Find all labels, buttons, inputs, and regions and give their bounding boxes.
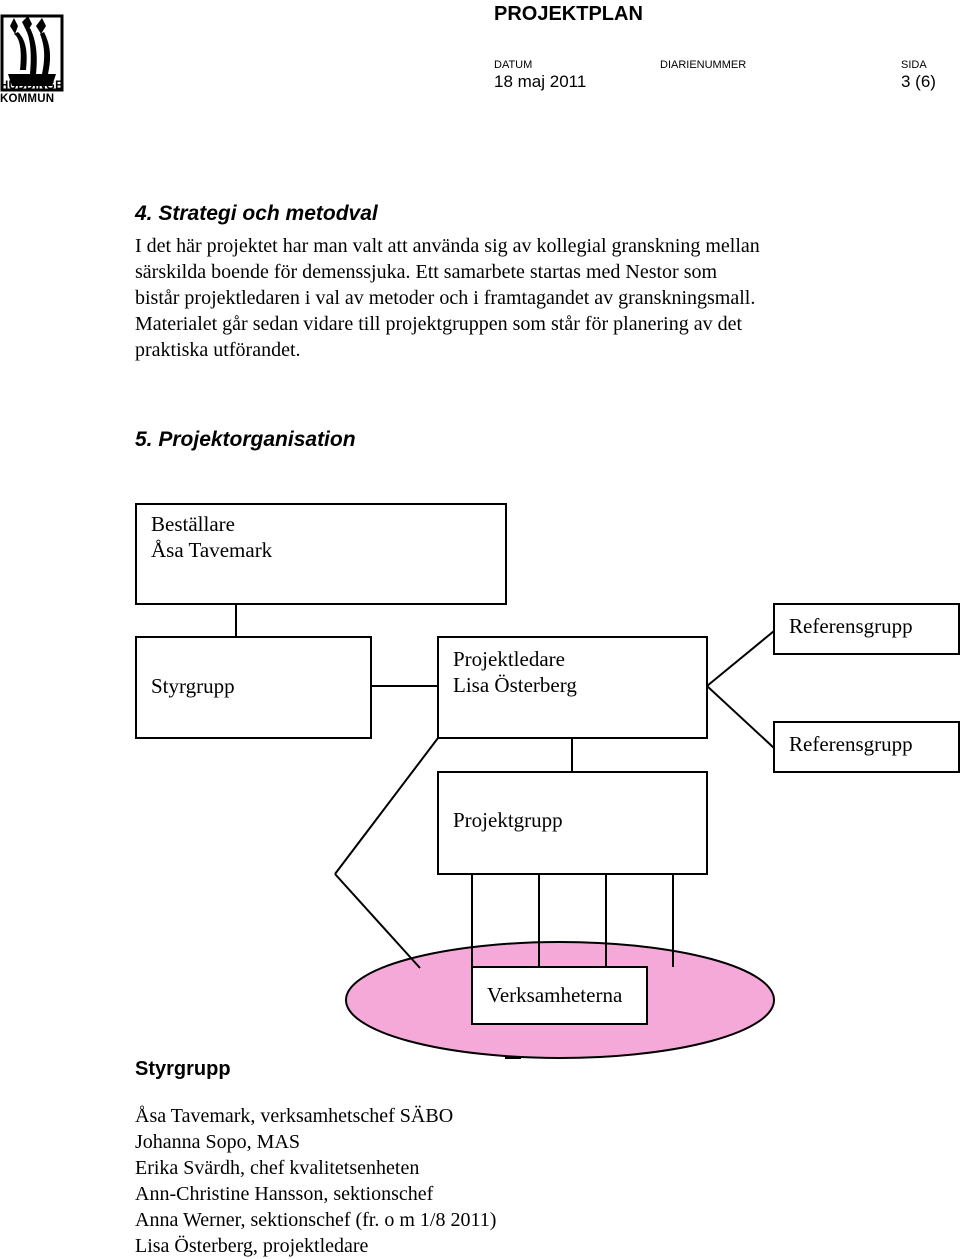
paragraph-line: särskilda boende för demenssjuka. Ett sa…	[135, 261, 718, 283]
bestallare-box	[135, 503, 507, 605]
projektledare-name: Lisa Österberg	[453, 673, 577, 697]
verksamheterna-label: Verksamheterna	[487, 983, 623, 1007]
referensgrupp-box-1	[773, 603, 960, 655]
projektledare-label: Projektledare Lisa Österberg	[453, 646, 577, 698]
paragraph-line: I det här projektet har man valt att anv…	[135, 235, 760, 257]
section-4-paragraph: I det här projektet har man valt att anv…	[135, 233, 855, 363]
logo-text: HUDDINGE KOMMUN	[0, 80, 72, 106]
page-label: SIDA	[901, 59, 927, 71]
styrgrupp-label: Styrgrupp	[151, 674, 235, 698]
list-item: Anna Werner, sektionschef (fr. o m 1/8 2…	[135, 1209, 497, 1231]
section-4-heading: 4. Strategi och metodval	[135, 202, 378, 225]
referensgrupp-label-1: Referensgrupp	[789, 614, 913, 638]
list-item: Åsa Tavemark, verksamhetschef SÄBO	[135, 1105, 454, 1127]
page-value: 3 (6)	[901, 72, 936, 91]
list-item: Johanna Sopo, MAS	[135, 1131, 301, 1153]
bestallare-role: Beställare	[151, 512, 235, 536]
verksamheterna-box	[471, 966, 648, 1025]
styrgrupp-members-list: Åsa Tavemark, verksamhetschef SÄBO Johan…	[135, 1103, 496, 1259]
styrgrupp-members-heading: Styrgrupp	[135, 1058, 231, 1080]
section-5-heading: 5. Projektorganisation	[135, 428, 356, 451]
styrgrupp-box	[135, 636, 372, 739]
referensgrupp-box-2	[773, 721, 960, 773]
list-item: Lisa Österberg, projektledare	[135, 1235, 369, 1257]
paragraph-line: bistår projektledaren i val av metoder o…	[135, 287, 756, 309]
logo-text-line-2: KOMMUN	[0, 93, 55, 105]
org-chart	[135, 503, 960, 1059]
date-label: DATUM	[494, 59, 533, 71]
huddinge-kommun-logo	[0, 14, 64, 92]
projektledare-box	[437, 636, 708, 739]
paragraph-line: Materialet går sedan vidare till projekt…	[135, 313, 743, 335]
list-item: Ann-Christine Hansson, sektionschef	[135, 1183, 434, 1205]
bestallare-name: Åsa Tavemark	[151, 538, 273, 562]
paragraph-line: praktiska utförandet.	[135, 339, 301, 361]
projektgrupp-label: Projektgrupp	[453, 808, 563, 832]
date-value: 18 maj 2011	[494, 72, 587, 91]
document-type: PROJEKTPLAN	[494, 3, 643, 25]
list-item: Erika Svärdh, chef kvalitetsenheten	[135, 1157, 420, 1179]
referensgrupp-label-2: Referensgrupp	[789, 732, 913, 756]
projektgrupp-box	[437, 771, 708, 875]
logo-text-line-1: HUDDINGE	[0, 80, 63, 92]
diary-number-label: DIARIENUMMER	[660, 59, 747, 71]
projektledare-role: Projektledare	[453, 647, 565, 671]
bestallare-label: Beställare Åsa Tavemark	[151, 511, 272, 563]
